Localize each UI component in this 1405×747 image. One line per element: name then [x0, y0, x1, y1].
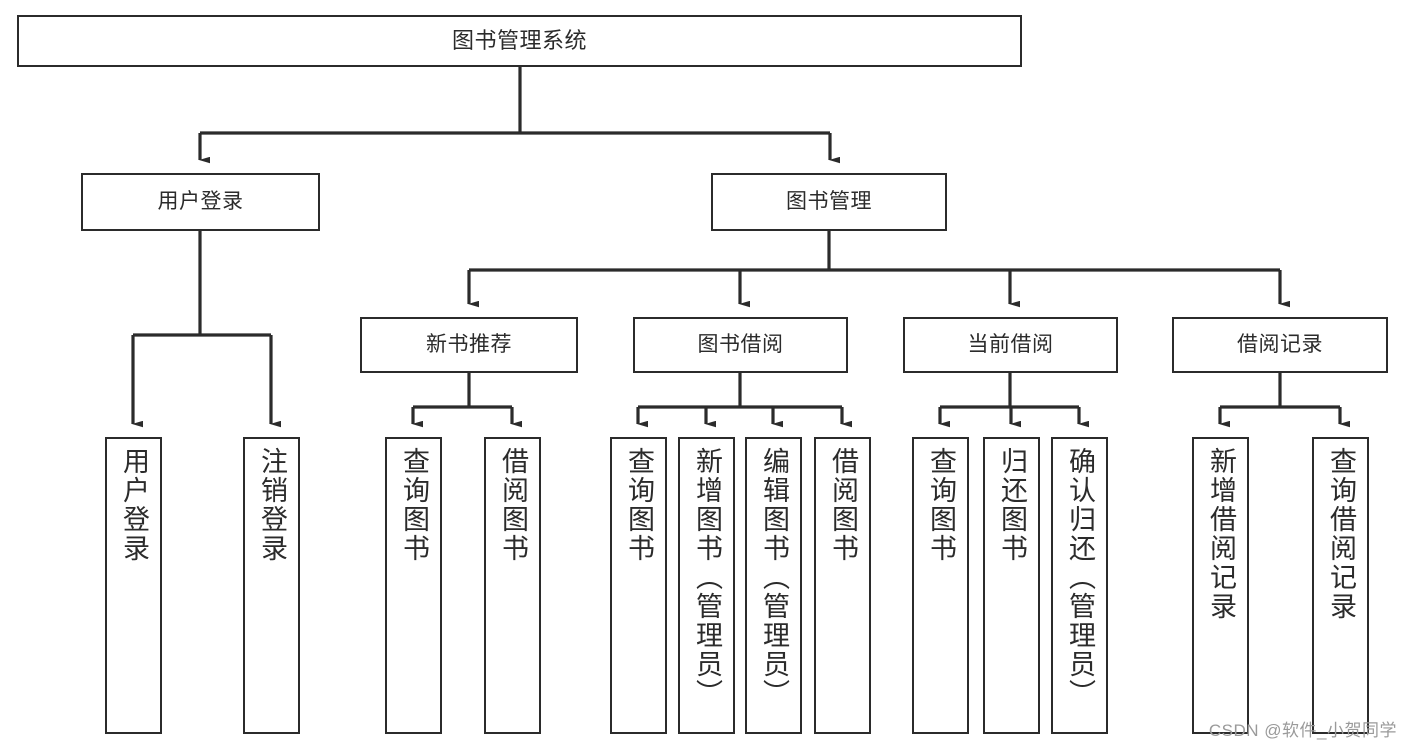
- node-leaf-borrow-book-1[interactable]: 借阅图书: [484, 437, 541, 734]
- node-leaf-confirm-return-label: 确认归还（管理员）: [1065, 447, 1095, 708]
- node-current-borrow[interactable]: 当前借阅: [903, 317, 1118, 373]
- node-leaf-add-book-label: 新增图书（管理员）: [692, 447, 722, 708]
- node-leaf-query-record-label: 查询借阅记录: [1326, 447, 1356, 621]
- node-new-book-recommend-label: 新书推荐: [426, 332, 512, 356]
- node-leaf-query-record[interactable]: 查询借阅记录: [1312, 437, 1369, 734]
- node-book-borrow-label: 图书借阅: [697, 332, 784, 356]
- watermark: CSDN @软件_小贺同学: [1208, 721, 1397, 740]
- node-current-borrow-label: 当前借阅: [967, 332, 1054, 356]
- node-leaf-add-record[interactable]: 新增借阅记录: [1192, 437, 1249, 734]
- node-book-manage-label: 图书管理: [786, 189, 872, 213]
- node-leaf-borrow-book-2-label: 借阅图书: [828, 447, 858, 563]
- node-leaf-add-record-label: 新增借阅记录: [1206, 447, 1236, 621]
- node-borrow-record-label: 借阅记录: [1237, 332, 1323, 356]
- node-book-manage[interactable]: 图书管理: [711, 173, 947, 231]
- node-leaf-query-book-2[interactable]: 查询图书: [610, 437, 667, 734]
- node-leaf-query-book-2-label: 查询图书: [624, 447, 654, 563]
- node-leaf-logout-label: 注销登录: [257, 447, 287, 563]
- node-leaf-query-book-1[interactable]: 查询图书: [385, 437, 442, 734]
- node-leaf-edit-book-label: 编辑图书（管理员）: [759, 447, 789, 708]
- node-leaf-confirm-return[interactable]: 确认归还（管理员）: [1051, 437, 1108, 734]
- node-leaf-borrow-book-2[interactable]: 借阅图书: [814, 437, 871, 734]
- node-user-login-label: 用户登录: [157, 189, 244, 213]
- node-user-login[interactable]: 用户登录: [81, 173, 320, 231]
- node-leaf-logout[interactable]: 注销登录: [243, 437, 300, 734]
- node-new-book-recommend[interactable]: 新书推荐: [360, 317, 578, 373]
- node-leaf-user-login-label: 用户登录: [119, 447, 149, 563]
- node-leaf-query-book-1-label: 查询图书: [399, 447, 429, 563]
- node-root-label: 图书管理系统: [451, 28, 587, 54]
- node-leaf-query-book-3-label: 查询图书: [926, 447, 956, 563]
- node-leaf-user-login[interactable]: 用户登录: [105, 437, 162, 734]
- node-borrow-record[interactable]: 借阅记录: [1172, 317, 1388, 373]
- node-leaf-query-book-3[interactable]: 查询图书: [912, 437, 969, 734]
- node-leaf-add-book[interactable]: 新增图书（管理员）: [678, 437, 735, 734]
- node-leaf-return-book-label: 归还图书: [997, 447, 1027, 563]
- node-leaf-borrow-book-1-label: 借阅图书: [498, 447, 528, 563]
- node-root[interactable]: 图书管理系统: [17, 15, 1022, 67]
- node-leaf-return-book[interactable]: 归还图书: [983, 437, 1040, 734]
- node-book-borrow[interactable]: 图书借阅: [633, 317, 848, 373]
- node-leaf-edit-book[interactable]: 编辑图书（管理员）: [745, 437, 802, 734]
